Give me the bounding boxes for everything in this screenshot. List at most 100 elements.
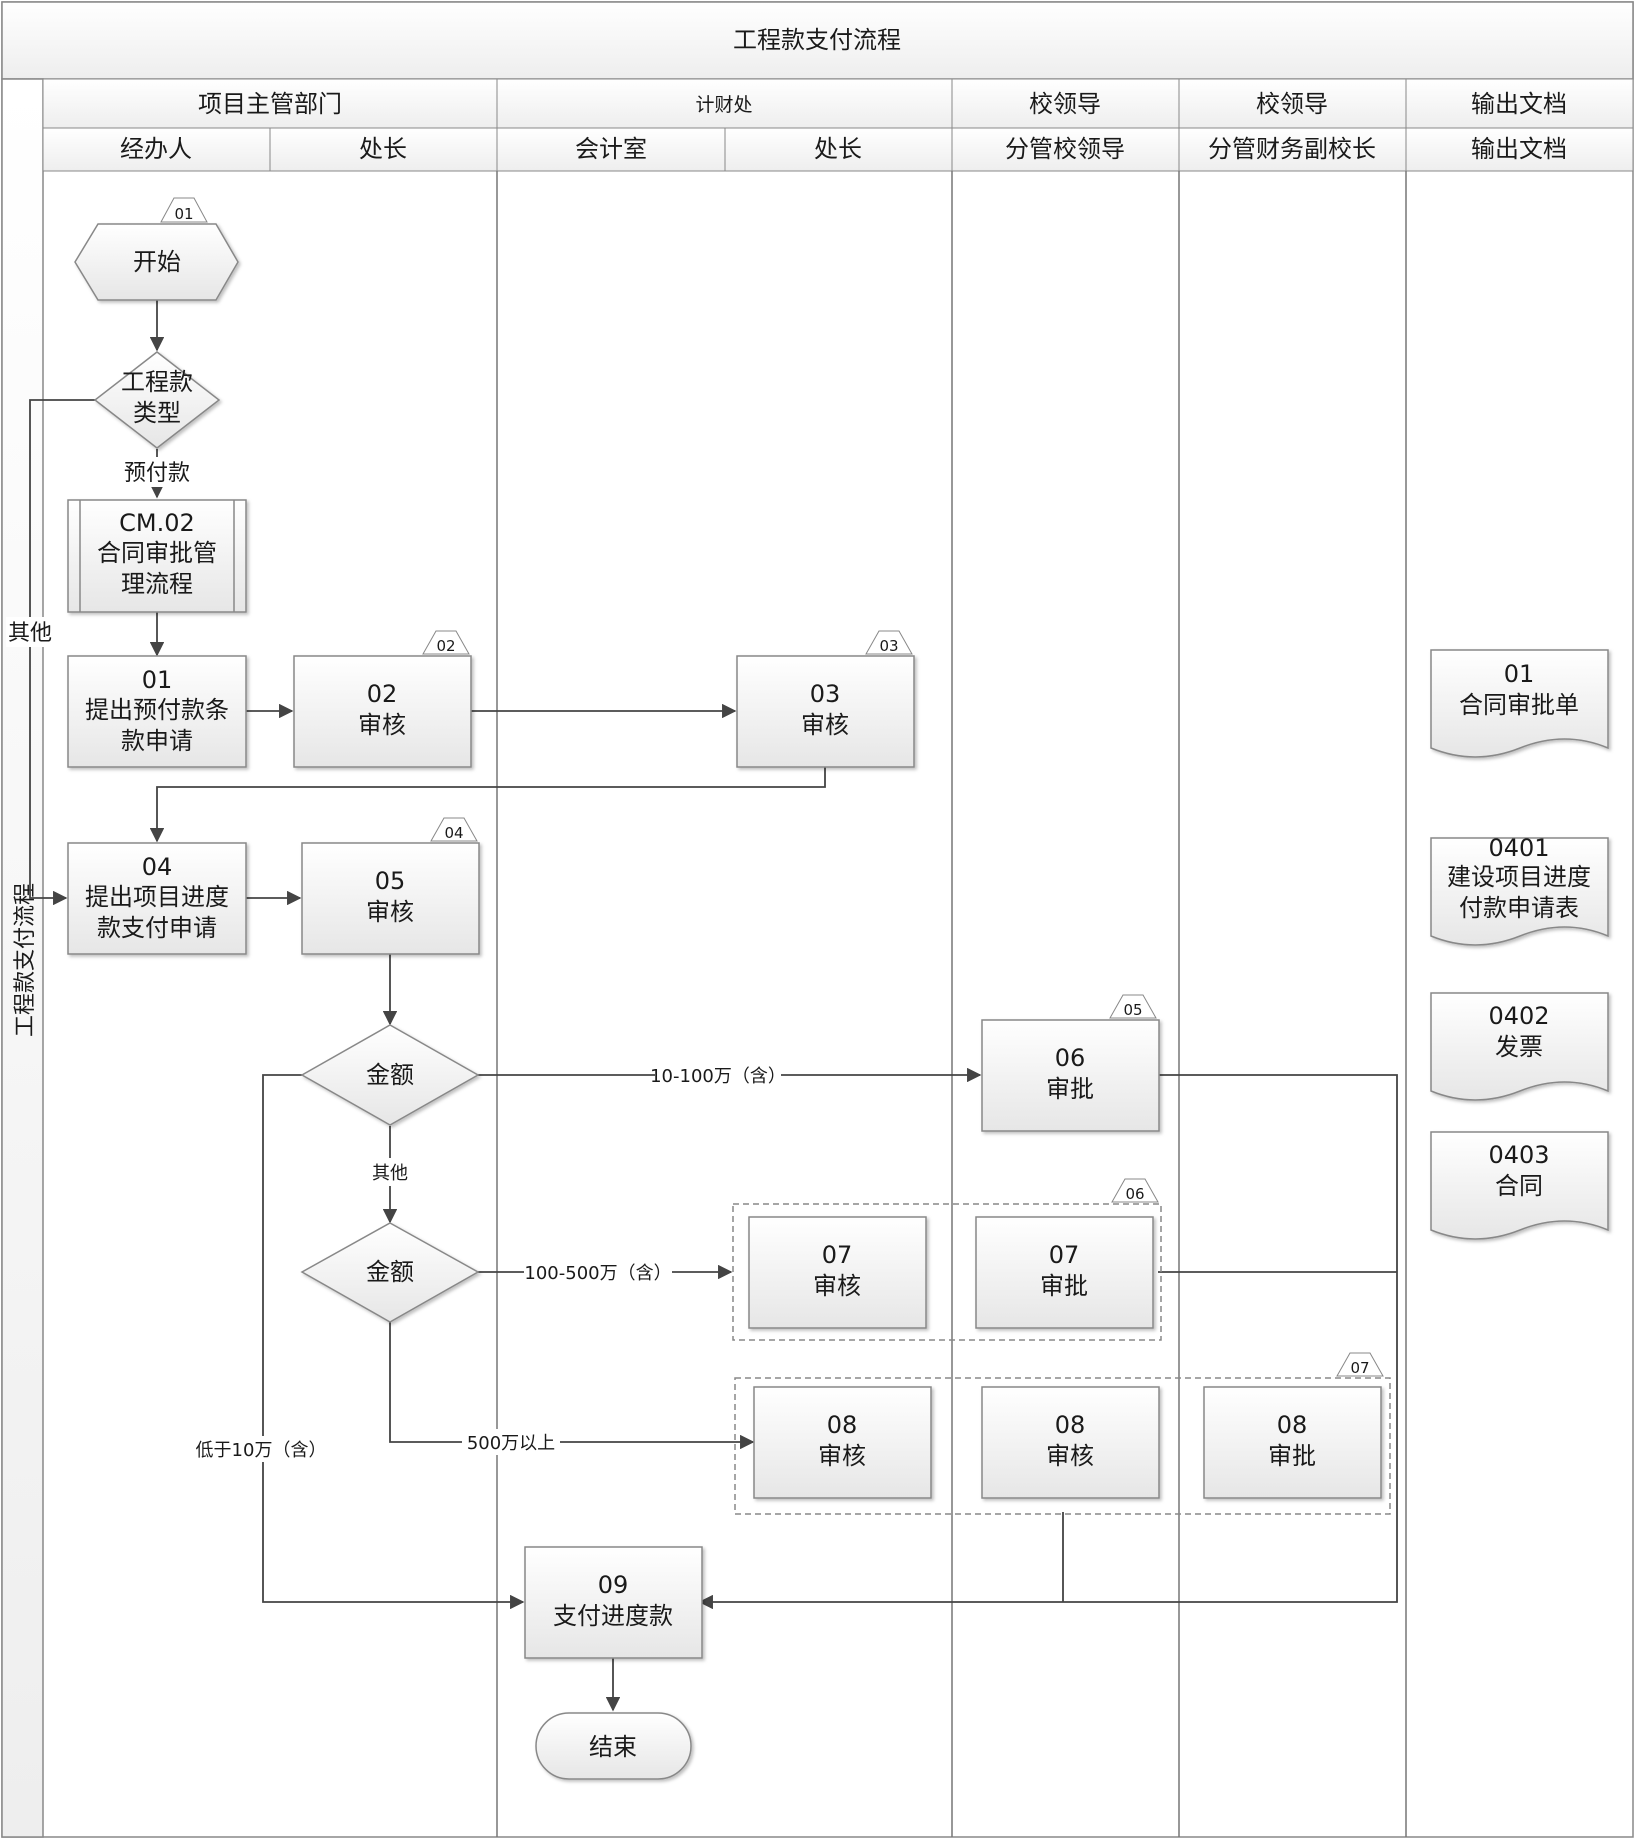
subprocess-line1: CM.02: [119, 509, 195, 537]
node-02-line1: 02: [367, 680, 398, 708]
node-07-review-line2: 审核: [813, 1272, 861, 1300]
step-tags: 01 02 03 04 05 06 07: [160, 197, 1384, 1377]
doc-01-contract-approval[interactable]: 01 合同审批单: [1430, 649, 1609, 758]
doc-0402-line1: 0402: [1488, 1002, 1549, 1030]
header-director-2: 处长: [814, 135, 862, 163]
doc-0401-line1: 0401: [1488, 834, 1549, 862]
node-05-line2: 审核: [366, 898, 414, 926]
header-director-1: 处长: [359, 135, 407, 163]
nodes: 开始 工程款 类型 CM.02 合同审批管 理流程 01 提出预付款条 款申请: [67, 223, 1382, 1780]
tag-01: 01: [160, 197, 208, 223]
doc-0401-line3: 付款申请表: [1459, 894, 1579, 922]
node-07-review-line1: 07: [822, 1241, 853, 1269]
side-label-bar: [1, 78, 44, 1838]
tag-03: 03: [865, 630, 913, 655]
label-prepay: 预付款: [124, 461, 190, 486]
node-07-review[interactable]: 07 审核: [748, 1216, 927, 1329]
node-07-approve[interactable]: 07 审批: [975, 1216, 1154, 1329]
node-08-review-2[interactable]: 08 审核: [981, 1386, 1160, 1499]
type-decision[interactable]: 工程款 类型: [93, 351, 221, 449]
end-label: 结束: [589, 1733, 637, 1761]
node-08-review-1[interactable]: 08 审核: [753, 1386, 932, 1499]
type-decision-line2: 类型: [133, 399, 181, 427]
node-06-line1: 06: [1055, 1044, 1086, 1072]
edge-06-to-09: [698, 1074, 1398, 1610]
node-06-line2: 审批: [1046, 1075, 1094, 1103]
node-08-approve-line2: 审批: [1268, 1442, 1316, 1470]
amount-decision-2[interactable]: 金额: [300, 1222, 480, 1323]
label-other-left: 其他: [8, 621, 52, 646]
header-accounting: 会计室: [575, 135, 647, 163]
node-05[interactable]: 05 审核: [301, 842, 480, 955]
amount-decision-1[interactable]: 金额: [300, 1024, 480, 1126]
node-09-line1: 09: [598, 1571, 629, 1599]
doc-01-line2: 合同审批单: [1459, 691, 1579, 719]
label-other-down: 其他: [372, 1163, 408, 1184]
node-04[interactable]: 04 提出项目进度 款支付申请: [67, 842, 247, 955]
label-100-500: 100-500万（含）: [524, 1263, 671, 1284]
doc-0401-progress-payment-form[interactable]: 0401 建设项目进度 付款申请表: [1430, 834, 1609, 946]
node-08-review-2-line1: 08: [1055, 1411, 1086, 1439]
doc-01-line1: 01: [1504, 660, 1535, 688]
tag-01-label: 01: [174, 205, 193, 223]
tag-02: 02: [422, 630, 470, 655]
title-bar: [1, 1, 1634, 80]
header-output-docs: 输出文档: [1471, 90, 1567, 118]
doc-0403-contract[interactable]: 0403 合同: [1430, 1131, 1609, 1240]
doc-0403-line2: 合同: [1495, 1172, 1543, 1200]
amount-decision-2-label: 金额: [366, 1258, 414, 1286]
tag-02-label: 02: [436, 637, 455, 655]
start-label: 开始: [133, 248, 181, 276]
node-04-line2: 提出项目进度: [85, 883, 229, 911]
node-08-approve[interactable]: 08 审批: [1203, 1386, 1382, 1499]
node-02-line2: 审核: [358, 711, 406, 739]
node-01-line3: 款申请: [121, 727, 193, 755]
amount-decision-1-label: 金额: [366, 1061, 414, 1089]
edge-labels: 预付款 其他 10-100万（含） 其他 100-500万（含） 500万以上 …: [6, 457, 786, 1462]
edge-type-other-to-04: [29, 399, 95, 906]
node-07-approve-line2: 审批: [1040, 1272, 1088, 1300]
node-01-line2: 提出预付款条: [85, 696, 229, 724]
node-05-line1: 05: [375, 867, 406, 895]
label-below-10: 低于10万（含）: [196, 1440, 327, 1461]
dashed-groups: [732, 1203, 1391, 1515]
end-node[interactable]: 结束: [535, 1712, 692, 1780]
group-08: [734, 1377, 1391, 1515]
node-08-approve-line1: 08: [1277, 1411, 1308, 1439]
tag-05: 05: [1109, 994, 1157, 1019]
doc-0402-invoice[interactable]: 0402 发票: [1430, 992, 1609, 1101]
header-school-leader-1: 校领导: [1029, 90, 1101, 118]
header-finance-vp: 分管财务副校长: [1208, 135, 1376, 163]
start-node[interactable]: 开始: [74, 223, 239, 301]
diagram-title: 工程款支付流程: [733, 26, 901, 54]
node-03-line2: 审核: [801, 711, 849, 739]
node-08-review-1-line2: 审核: [818, 1442, 866, 1470]
header-school-leader-2: 校领导: [1256, 90, 1328, 118]
tag-06-label: 06: [1125, 1185, 1144, 1203]
node-08-review-1-line1: 08: [827, 1411, 858, 1439]
edge-03-to-04: [149, 767, 826, 843]
edge-amount2-to-08: [389, 1322, 755, 1450]
node-03[interactable]: 03 审核: [736, 655, 915, 768]
node-07-approve-line1: 07: [1049, 1241, 1080, 1269]
node-06[interactable]: 06 审批: [981, 1019, 1160, 1132]
node-08-review-2-line2: 审核: [1046, 1442, 1094, 1470]
tag-03-label: 03: [879, 637, 898, 655]
label-500-above: 500万以上: [467, 1433, 555, 1454]
node-09-line2: 支付进度款: [553, 1602, 673, 1630]
node-01[interactable]: 01 提出预付款条 款申请: [67, 655, 247, 768]
subprocess-cm02[interactable]: CM.02 合同审批管 理流程: [67, 499, 247, 613]
subprocess-line3: 理流程: [121, 570, 193, 598]
tag-06: 06: [1111, 1178, 1159, 1203]
tag-07-label: 07: [1350, 1359, 1369, 1377]
node-04-line1: 04: [142, 853, 173, 881]
header-output-docs-2: 输出文档: [1471, 135, 1567, 163]
label-10-100: 10-100万（含）: [650, 1066, 786, 1087]
tag-05-label: 05: [1123, 1001, 1142, 1019]
tag-04: 04: [430, 817, 478, 842]
subprocess-line2: 合同审批管: [97, 539, 217, 567]
node-03-line1: 03: [810, 680, 841, 708]
node-09[interactable]: 09 支付进度款: [524, 1546, 703, 1659]
node-02[interactable]: 02 审核: [293, 655, 472, 768]
